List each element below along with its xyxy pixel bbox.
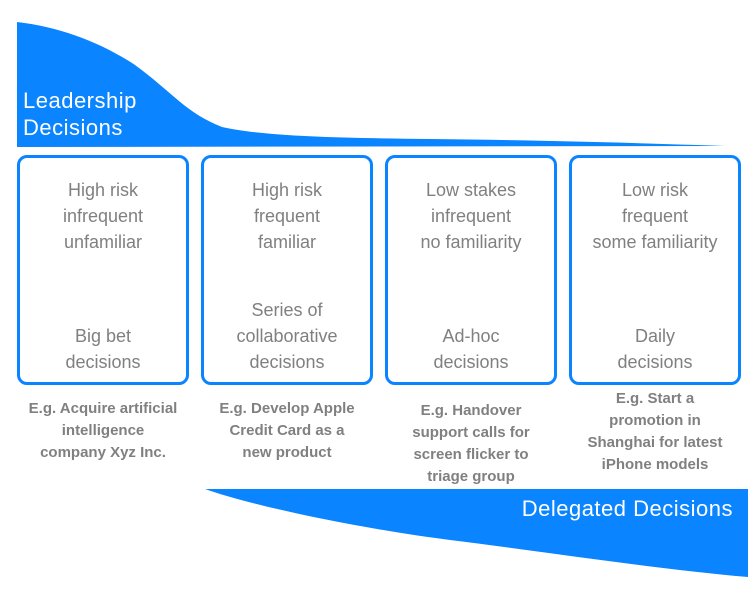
box-1-decision-type-text: Big bet decisions xyxy=(65,326,141,372)
leadership-wave-shape xyxy=(17,22,725,147)
leadership-decisions-label: Leadership Decisions xyxy=(23,88,137,140)
box-4-decision-type-text: Daily decisions xyxy=(617,326,693,372)
example-caption-1: E.g. Acquire artificial intelligence com… xyxy=(28,400,178,461)
box-3-attributes-text: Low stakes infrequent no familiarity xyxy=(420,180,522,252)
delegated-decisions-label: Delegated Decisions xyxy=(521,496,733,521)
box-2-decision-type-text: Series of collaborative decisions xyxy=(236,300,338,372)
box-3-decision-type-text: Ad-hoc decisions xyxy=(433,326,509,372)
box-4-attributes-text: Low risk frequent some familiarity xyxy=(592,180,718,252)
example-caption-3: E.g. Handover support calls for screen f… xyxy=(412,402,530,485)
decision-box-3: Low stakes infrequent no familiarity Ad-… xyxy=(385,155,557,385)
decision-box-2: High risk frequent familiar Series of co… xyxy=(201,155,373,385)
example-caption-4: E.g. Start a promotion in Shanghai for l… xyxy=(587,390,723,473)
decision-box-1: High risk infrequent unfamiliar Big bet … xyxy=(17,155,189,385)
box-2-attributes-text: High risk frequent familiar xyxy=(251,180,322,252)
decision-box-4: Low risk frequent some familiarity Daily… xyxy=(569,155,741,385)
example-caption-2: E.g. Develop Apple Credit Card as a new … xyxy=(219,400,355,461)
delegated-wave-shape xyxy=(205,489,748,577)
box-1-attributes-text: High risk infrequent unfamiliar xyxy=(62,180,144,252)
